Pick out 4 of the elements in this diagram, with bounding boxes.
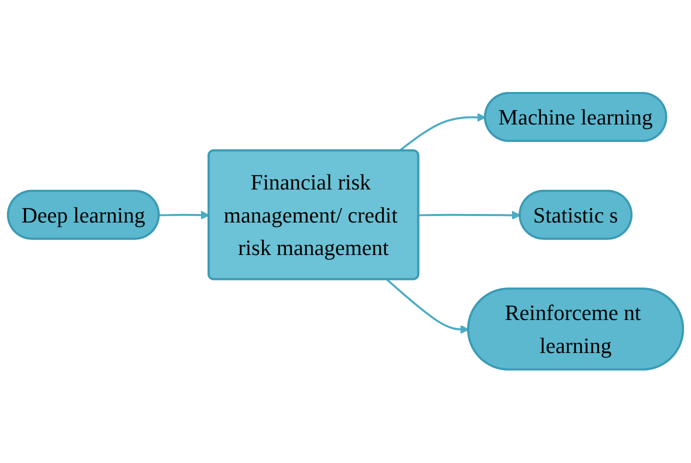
arrow (398, 113, 486, 152)
arrow (418, 211, 521, 220)
arrow (386, 279, 470, 334)
arrow (159, 210, 210, 220)
